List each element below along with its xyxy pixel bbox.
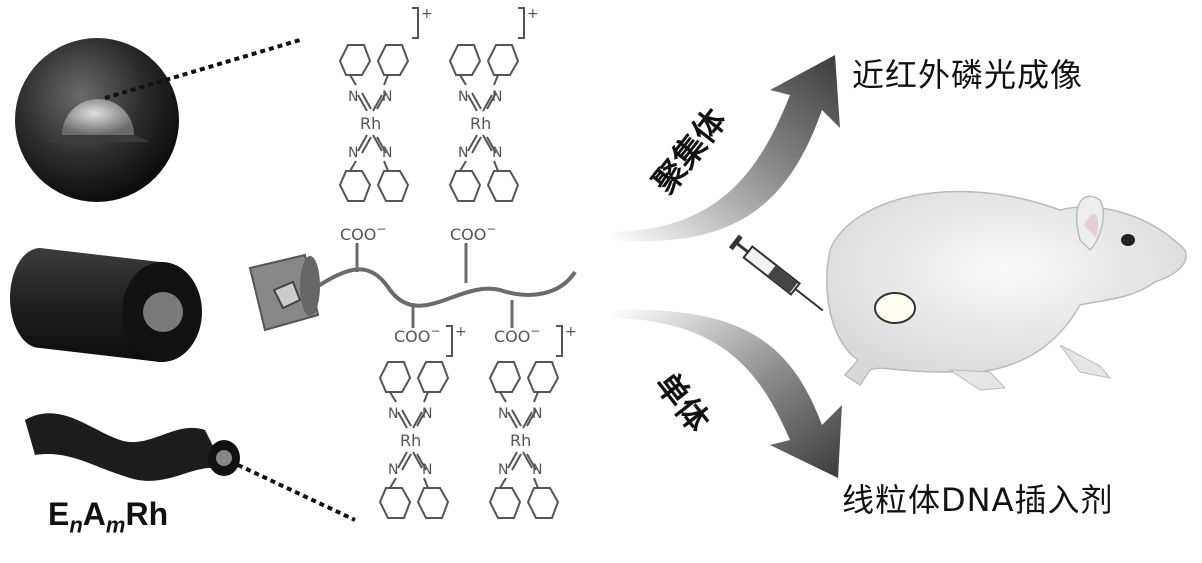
svg-text:N: N [382, 89, 392, 105]
svg-text:N: N [498, 406, 508, 422]
result-mitochondrial-dna-intercalator: 线粒体DNA插入剂 [842, 475, 1113, 521]
sphere-micelle [15, 38, 300, 202]
svg-text:N: N [532, 462, 542, 478]
svg-text:+: + [565, 324, 577, 340]
svg-text:+: + [455, 324, 467, 340]
coo-label: COO− [450, 222, 496, 244]
rat [827, 191, 1186, 390]
polymer-formula: EnAmRh [48, 496, 168, 538]
svg-text:N: N [492, 89, 502, 105]
svg-text:Rh: Rh [400, 431, 421, 450]
syringe [729, 235, 828, 317]
result-nir-phosphorescence-imaging: 近红外磷光成像 [852, 50, 1083, 96]
svg-text:N: N [348, 89, 358, 105]
svg-text:+: + [421, 6, 433, 22]
svg-text:+: + [527, 6, 539, 22]
rh-complex-upper-left: Rh N N N N [340, 45, 408, 201]
svg-text:N: N [532, 406, 542, 422]
arrow-monomer [612, 310, 842, 478]
svg-text:N: N [492, 145, 502, 161]
coo-label: COO− [494, 324, 540, 346]
svg-text:N: N [422, 406, 432, 422]
polymer-backbone [250, 243, 575, 330]
svg-text:N: N [382, 145, 392, 161]
svg-text:Rh: Rh [510, 431, 531, 450]
rh-complex-upper-right: Rh N N N N [450, 45, 518, 201]
svg-text:N: N [388, 406, 398, 422]
arrow-aggregate [612, 55, 840, 241]
svg-text:N: N [498, 462, 508, 478]
svg-text:N: N [348, 145, 358, 161]
rh-complex-lower-right: Rh N N N N [490, 362, 558, 518]
coo-label: COO− [340, 222, 386, 244]
svg-text:N: N [388, 462, 398, 478]
cylinder-micelle [10, 248, 202, 362]
coo-label: COO− [394, 324, 440, 346]
svg-text:Rh: Rh [470, 114, 491, 133]
coo-labels: COO− COO− COO− COO− [340, 222, 540, 346]
svg-text:Rh: Rh [360, 114, 381, 133]
rh-complex-lower-left: Rh N N N N [380, 362, 448, 518]
svg-text:N: N [422, 462, 432, 478]
svg-text:N: N [458, 89, 468, 105]
svg-text:N: N [458, 145, 468, 161]
